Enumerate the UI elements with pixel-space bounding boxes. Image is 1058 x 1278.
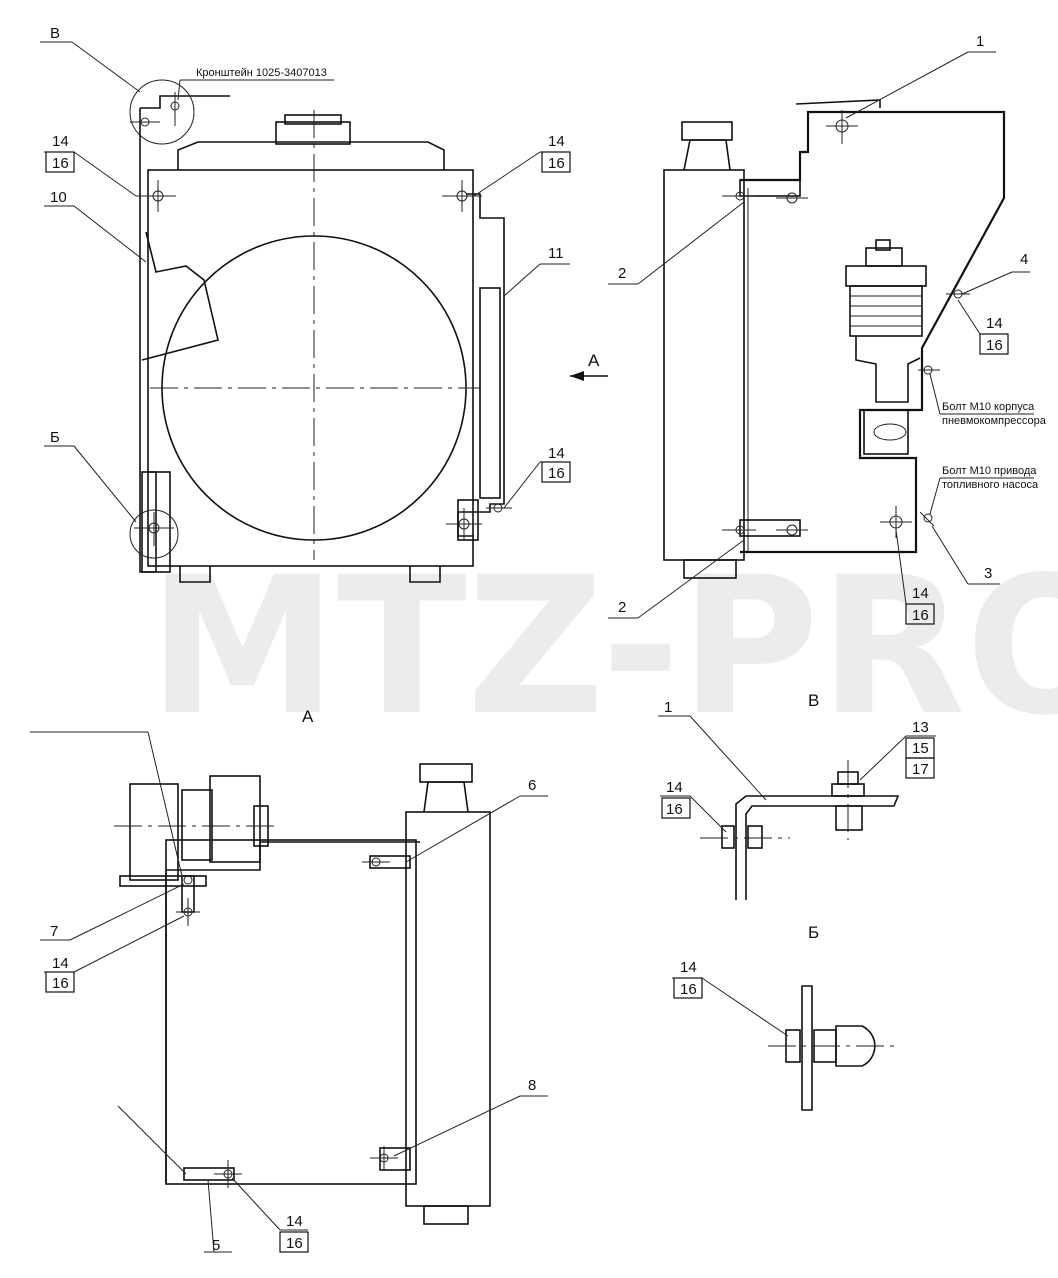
view-title-v: В — [808, 691, 819, 710]
front-view — [129, 79, 608, 583]
note-compressor-bolt: пневмокомпрессора — [942, 415, 1047, 427]
label-16: 16 — [548, 155, 565, 172]
label-10: 10 — [50, 189, 67, 206]
label-16: 16 — [548, 465, 565, 482]
note-pump-bolt: Болт М10 привода — [942, 465, 1037, 477]
view-a — [114, 763, 491, 1225]
note-pump-bolt: топливного насоса — [942, 479, 1039, 491]
note-bracket: Кронштейн 1025-3407013 — [196, 67, 327, 79]
view-title-b: Б — [808, 923, 819, 942]
label-13: 13 — [912, 719, 929, 736]
label-1: 1 — [664, 699, 672, 716]
label-16: 16 — [986, 337, 1003, 354]
view-title-a: A — [302, 707, 314, 726]
detail-view-v — [700, 760, 900, 900]
label-11: 11 — [548, 245, 564, 262]
label-16: 16 — [286, 1235, 303, 1252]
label-14: 14 — [680, 959, 697, 976]
label-16: 16 — [52, 155, 69, 172]
label-17: 17 — [912, 761, 929, 778]
label-view-b: Б — [50, 429, 60, 446]
label-7: 7 — [50, 923, 58, 940]
label-16: 16 — [52, 975, 69, 992]
label-14: 14 — [912, 585, 929, 602]
detail-view-b — [768, 985, 896, 1111]
label-14: 14 — [548, 133, 565, 150]
label-3: 3 — [984, 565, 992, 582]
label-14: 14 — [52, 955, 69, 972]
note-compressor-bolt: Болт М10 корпуса — [942, 401, 1035, 413]
label-15: 15 — [912, 740, 929, 757]
label-14: 14 — [666, 779, 683, 796]
label-14: 14 — [986, 315, 1003, 332]
side-view — [663, 99, 1006, 579]
label-14: 14 — [52, 133, 69, 150]
label-5: 5 — [212, 1237, 220, 1254]
label-2: 2 — [618, 599, 626, 616]
label-16: 16 — [912, 607, 929, 624]
label-6: 6 — [528, 777, 536, 794]
label-1: 1 — [976, 33, 984, 50]
label-16: 16 — [666, 801, 683, 818]
watermark: MTZ-PRO — [148, 536, 1058, 757]
label-view-v: В — [50, 25, 60, 42]
label-14: 14 — [548, 445, 565, 462]
label-14: 14 — [286, 1213, 303, 1230]
label-16: 16 — [680, 981, 697, 998]
label-4: 4 — [1020, 251, 1028, 268]
label-8: 8 — [528, 1077, 536, 1094]
label-2: 2 — [618, 265, 626, 282]
arrow-label-a: A — [588, 351, 600, 370]
